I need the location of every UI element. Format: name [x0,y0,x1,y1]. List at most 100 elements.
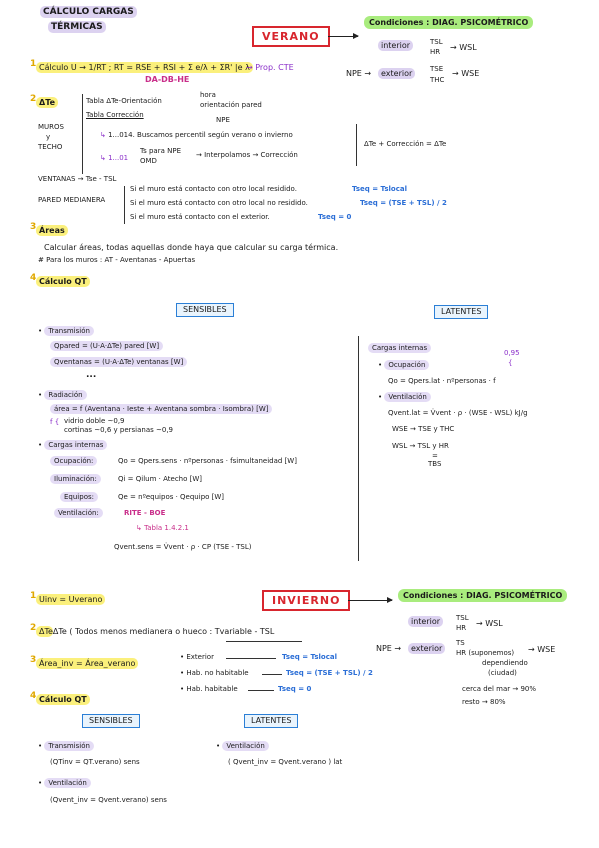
sen-trans: • Transmisión [38,326,94,336]
verano-s2-m2r: Tseq = (TSE + TSL) / 2 [360,199,447,207]
verano-s1-num: 1 [30,59,37,69]
verano-s2-npe: NPE [216,116,230,124]
lat-ventil: • Ventilación [378,392,431,402]
lat-tbs1: = [432,452,438,460]
invierno-s1-num: 1 [30,591,37,601]
sen-ventil-label: Ventilación: [54,508,103,518]
sen-ocup-label: Ocupación: [50,456,98,466]
verano-s2-m1r: Tseq = Tslocal [352,185,408,193]
lat-tbs2: TBS [428,460,442,468]
sen-ilum-label: Iluminación: [50,474,101,484]
invierno-s2-num: 2 [30,623,37,633]
verano-s2-right-brace [356,124,357,166]
verano-s2-muros: MUROS [38,123,64,131]
invierno-s2-underline [226,641,302,642]
invierno-ext-ts: TS [456,639,465,647]
lat-wsl: WSL → TSL y HR [392,442,449,450]
title-line1: CÁLCULO CARGAS [40,6,137,18]
verano-s2-y: y [46,133,51,141]
verano-s1-prop: → Prop. CTE [246,63,294,72]
verano-s2-pared-brace [124,186,125,224]
invierno-e3: • Hab. habitable [180,685,238,693]
verano-s3-text1: Calcular áreas, todas aquellas donde hay… [44,243,339,252]
invierno-interior-hr: HR [456,624,467,632]
sen-ocup: Qo = Qpers.sens · nºpersonas · fsimultan… [118,457,297,465]
invierno-sen-vent: • Ventilación [38,778,91,788]
invierno-ext-resto: resto → 80% [462,698,506,706]
invierno-e2: • Hab. no habitable [180,669,249,677]
verano-s2-hora: hora [200,91,216,99]
invierno-latentes-label: LATENTES [244,714,299,728]
invierno-interior-result: → WSL [476,619,503,628]
invierno-sen-trans: • Transmisión [38,741,94,751]
verano-conditions: Condiciones : DIAG. PSICOMÉTRICO [364,16,534,29]
verano-s2-tabla1: Tabla ΔTe-Orientación [86,97,162,105]
invierno-e1-line [226,658,276,659]
invierno-e2r: Tseq = (TSE + TSL) / 2 [286,669,373,677]
lat-095: 0,95 [504,349,520,357]
verano-exterior: exterior [378,68,416,79]
sen-qvent-sens: Qvent.sens = V̇vent · ρ · CP (TSE - TSL) [114,543,252,551]
verano-ext-tse: TSE [430,65,444,73]
verano-s2-ventanas: VENTANAS → Tse - TSL [38,175,117,183]
verano-s2-b1: ↳ 1...014. Buscamos percentil según vera… [100,131,293,139]
verano-s3-num: 3 [30,222,37,232]
sen-equ: Qe = nºequipos · Qequipo [W] [118,493,225,501]
invierno-s3: Área_inv = Área_verano [36,658,139,669]
lat-qvent: Qvent.lat = V̇vent · ρ · (WSE - WSL) kJ/… [388,409,528,417]
verano-s2-m3r: Tseq = 0 [318,213,352,221]
verano-label: VERANO [252,26,330,47]
sen-cargas: • Cargas internas [38,440,108,450]
verano-s4-title: Cálculo QT [36,276,90,287]
verano-s2-m1: Si el muro está contacto con otro local … [130,185,297,193]
invierno-exterior: exterior [408,643,446,654]
sen-ilum: Qi = Qilum · Atecho [W] [118,475,202,483]
invierno-e2-line [262,674,282,675]
verano-s3-text2: # Para los muros : AT - Aventanas - Apue… [38,256,196,264]
verano-latentes-label: LATENTES [434,305,489,319]
invierno-sensibles-label: SENSIBLES [82,714,140,728]
verano-interior-hr: HR [430,48,441,56]
verano-interior-tsl: TSL [430,38,443,46]
lat-ocup: • Ocupación [378,360,430,370]
invierno-npe: NPE → [376,644,402,653]
invierno-e1: • Exterior [180,653,214,661]
sen-rite: RITE - BOE [124,509,166,517]
invierno-ext-result: → WSE [528,645,556,654]
arrow-to-conditions-inv [348,597,393,603]
verano-s2-b2res: → Interpolamos → Corrección [196,151,298,159]
invierno-label: INVIERNO [262,590,351,611]
sen-f2: cortinas ~0,6 y persianas ~0,9 [64,426,173,434]
verano-s2-pared: PARED MEDIANERA [38,196,106,204]
verano-s2-result: ΔTe + Corrección = ΔTe [364,140,447,148]
verano-s2-m3: Si el muro está contacto con el exterior… [130,213,270,221]
invierno-conditions: Condiciones : DIAG. PSICOMÉTRICO [398,589,568,602]
verano-s2-b2pre: ↳ 1...01 [100,154,129,162]
invierno-interior-tsl: TSL [456,614,469,622]
lat-wse: WSE → TSE y THC [392,425,455,433]
verano-s2-techo: TECHO [38,143,63,151]
invierno-sen-vent-f: (Qvent_inv = Qvent.verano) sens [50,796,167,804]
verano-s3-title: Áreas [36,225,68,236]
invierno-lat-vent-f: ( Qvent_inv = Qvent.verano ) lat [228,758,343,766]
verano-interior-result: → WSL [450,43,477,52]
arrow-to-conditions [328,33,359,39]
lat-095-brace: { [508,359,513,367]
verano-s4-num: 4 [30,273,37,283]
invierno-ext-ciudad: (ciudad) [488,669,517,677]
verano-s2-brace [82,94,83,174]
title-line2: TÉRMICAS [48,21,106,33]
verano-ext-result: → WSE [452,69,480,78]
verano-s1-formula: Cálculo U → 1/RT ; RT = RSE + RSI + Σ e/… [36,62,253,73]
sen-dots: ... [86,370,97,380]
lat-qo: Qo = Qpers.lat · nºpersonas · f [388,377,496,385]
verano-s2-b2a: Ts para NPE [140,147,181,155]
verano-interior: interior [378,40,414,51]
sen-tabla: ↳ Tabla 1.4.2.1 [136,524,189,532]
invierno-ext-dep: dependiendo [482,659,528,667]
verano-s1-dbhe: DA-DB-HE [145,75,190,84]
invierno-e3-line [248,690,274,691]
sen-f1: vidrio doble ~0,9 [64,417,125,425]
invierno-sen-trans-f: (QTinv = QT.verano) sens [50,758,140,766]
verano-s2-num: 2 [30,94,37,104]
